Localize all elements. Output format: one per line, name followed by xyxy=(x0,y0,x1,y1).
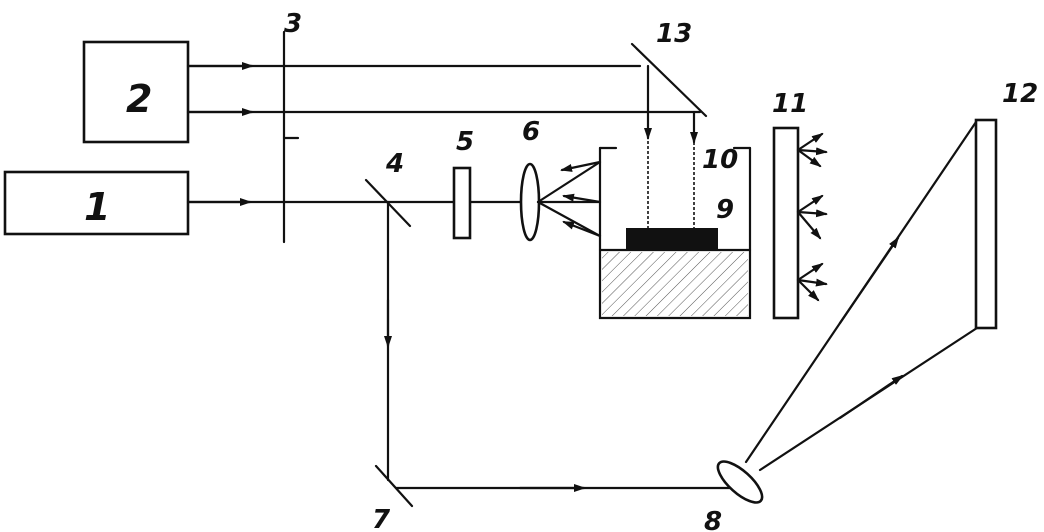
sample-9 xyxy=(626,228,718,250)
label-13: 13 xyxy=(656,19,692,49)
screen-11-emission xyxy=(796,132,828,302)
beam-6-lower-arrow xyxy=(562,220,602,238)
label-2: 2 xyxy=(126,77,152,121)
cell-10-substrate xyxy=(602,252,748,316)
beam-6-lower xyxy=(536,200,602,238)
beam-6-upper-arrow xyxy=(560,160,602,172)
label-7: 7 xyxy=(372,505,391,532)
beam-6-middle-arrow xyxy=(562,193,602,204)
label-5: 5 xyxy=(456,127,474,157)
mirror-13 xyxy=(630,42,708,118)
lens-6 xyxy=(519,162,541,242)
laser-2-box xyxy=(82,40,190,144)
label-9: 9 xyxy=(716,195,734,225)
screen-12 xyxy=(974,118,998,330)
label-4: 4 xyxy=(385,149,404,179)
beam-6-upper xyxy=(536,160,602,204)
filter-5 xyxy=(452,166,472,240)
cell-10 xyxy=(598,146,752,320)
label-12: 12 xyxy=(1002,79,1038,109)
beam-8-to-12-upper-arrow xyxy=(838,236,900,325)
screen-11 xyxy=(772,126,800,320)
mirror-7 xyxy=(374,464,414,508)
label-10: 10 xyxy=(702,145,738,175)
label-8: 8 xyxy=(704,507,722,532)
lens-8 xyxy=(716,460,764,504)
laser-1-box xyxy=(3,170,190,236)
label-1: 1 xyxy=(84,185,110,229)
label-11: 11 xyxy=(772,89,808,119)
label-6: 6 xyxy=(522,117,540,147)
beam-8-to-12-lower-arrow xyxy=(838,374,904,420)
label-3: 3 xyxy=(284,9,302,39)
